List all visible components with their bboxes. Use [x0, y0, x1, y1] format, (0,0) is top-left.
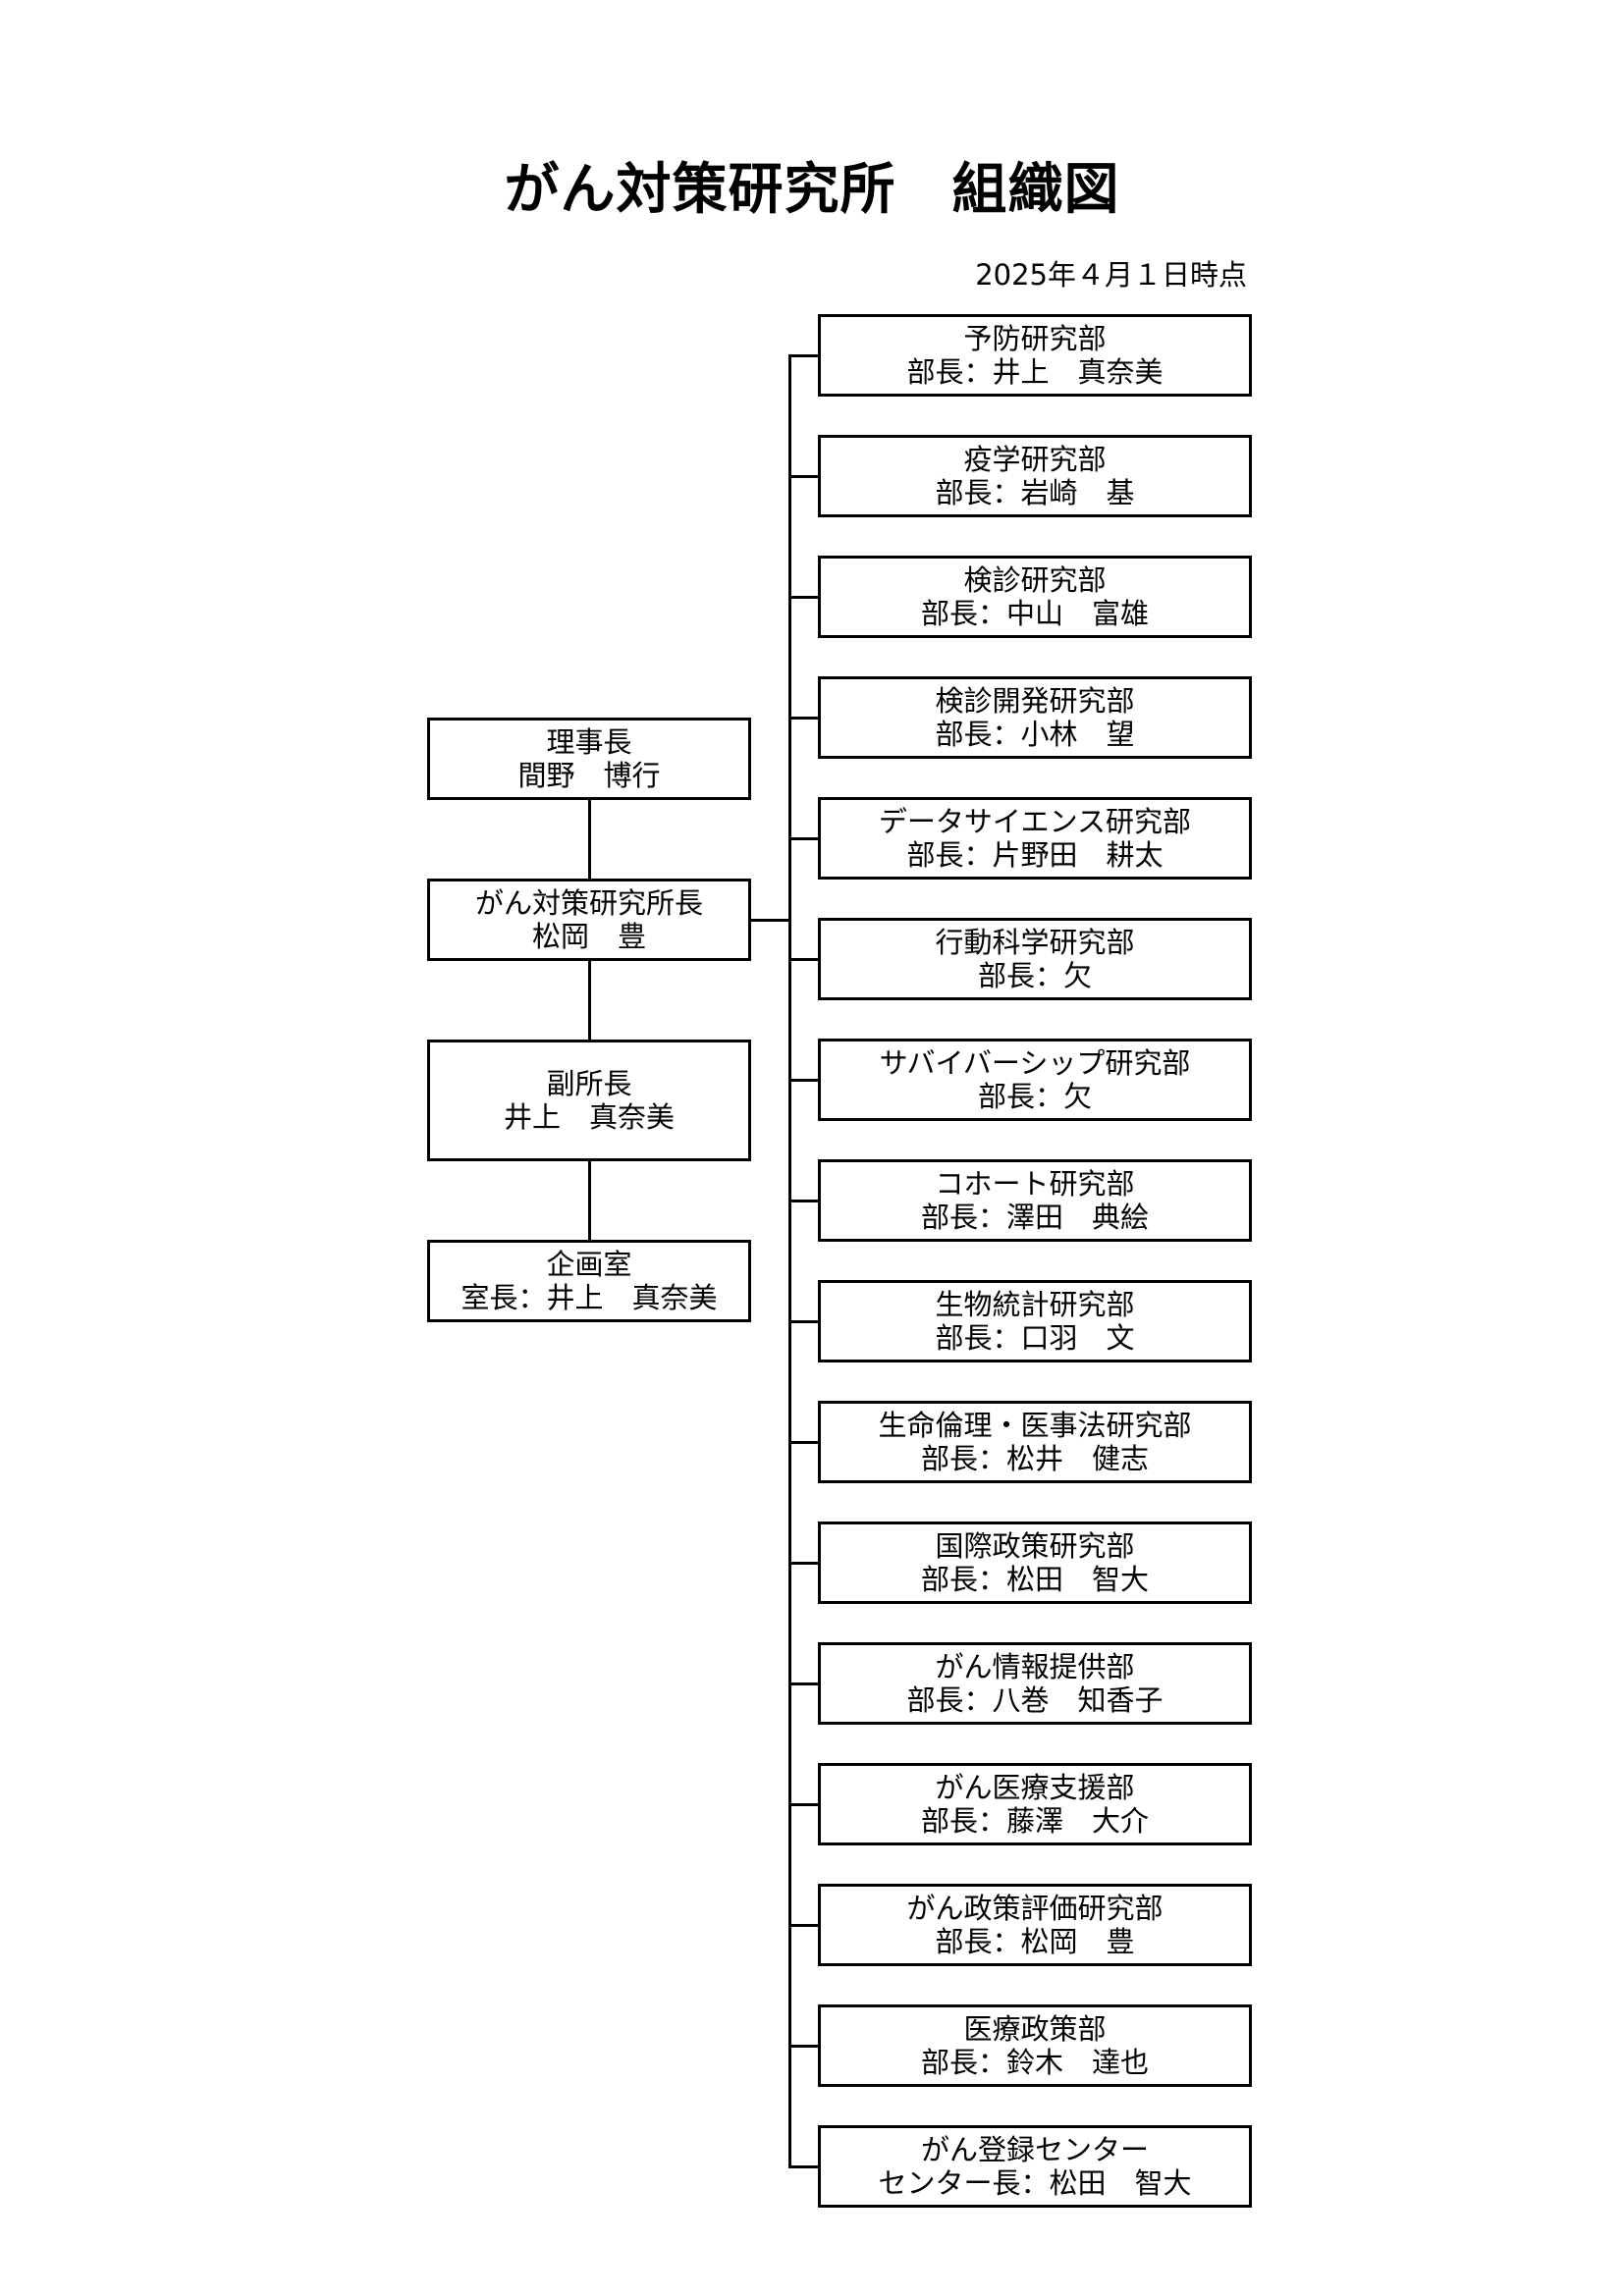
connector-director-to-deputy [588, 960, 591, 1041]
department-branch-line [788, 1924, 819, 1927]
org-box-person: 松岡 豊 [531, 920, 646, 953]
department-name: データサイエンス研究部 [878, 805, 1192, 838]
department-box: がん登録センターセンター長：松田 智大 [818, 2125, 1252, 2208]
department-box: 検診研究部部長：中山 富雄 [818, 556, 1252, 638]
department-name: がん医療支援部 [935, 1771, 1135, 1804]
department-box: 国際政策研究部部長：松田 智大 [818, 1522, 1252, 1604]
department-head: 部長：澤田 典絵 [920, 1201, 1149, 1234]
org-box-title: がん対策研究所長 [474, 886, 703, 920]
department-name: がん登録センター [920, 2133, 1149, 2166]
department-name: サバイバーシップ研究部 [879, 1046, 1191, 1080]
department-head: 部長：欠 [977, 959, 1092, 992]
org-box-person: 間野 博行 [517, 759, 661, 792]
org-box-person: 井上 真奈美 [503, 1100, 675, 1134]
department-box: 疫学研究部部長：岩崎 基 [818, 435, 1252, 517]
department-branch-line [788, 475, 819, 478]
org-box-deputy-director: 副所長 井上 真奈美 [427, 1040, 751, 1161]
department-name: 国際政策研究部 [935, 1529, 1135, 1563]
department-head: 部長：藤澤 大介 [920, 1804, 1149, 1838]
department-head: センター長：松田 智大 [878, 2166, 1192, 2200]
department-head: 部長：松井 健志 [920, 1442, 1149, 1475]
org-box-person: 室長：井上 真奈美 [460, 1281, 718, 1314]
department-box: コホート研究部部長：澤田 典絵 [818, 1159, 1252, 1242]
department-name: 生命倫理・医事法研究部 [878, 1409, 1192, 1442]
department-head: 部長：鈴木 達也 [920, 2046, 1149, 2079]
department-head: 部長：八巻 知香子 [906, 1683, 1164, 1717]
department-head: 部長：片野田 耕太 [906, 838, 1164, 872]
department-name: コホート研究部 [935, 1167, 1135, 1201]
department-branch-line [788, 1320, 819, 1323]
department-head: 部長：小林 望 [935, 718, 1135, 751]
department-branch-line [788, 2165, 819, 2168]
department-name: がん政策評価研究部 [906, 1892, 1164, 1925]
department-branch-line [788, 1803, 819, 1806]
department-branch-line [788, 717, 819, 720]
department-head: 部長：欠 [977, 1080, 1092, 1113]
connector-deputy-to-planning [588, 1161, 591, 1242]
department-box: 医療政策部部長：鈴木 達也 [818, 2004, 1252, 2087]
department-branch-line [788, 1200, 819, 1202]
department-branch-line [788, 1079, 819, 1082]
department-branch-line [788, 1682, 819, 1685]
department-box: 検診開発研究部部長：小林 望 [818, 676, 1252, 759]
connector-director-to-trunk [751, 919, 790, 922]
department-branch-line [788, 1562, 819, 1565]
as-of-date: 2025年４月１日時点 [975, 258, 1247, 292]
department-branch-line [788, 958, 819, 961]
department-box: データサイエンス研究部部長：片野田 耕太 [818, 797, 1252, 880]
org-box-title: 企画室 [546, 1248, 632, 1281]
department-name: 疫学研究部 [963, 443, 1107, 476]
department-head: 部長：中山 富雄 [920, 597, 1149, 630]
department-name: 検診開発研究部 [935, 684, 1135, 718]
org-box-title: 理事長 [546, 725, 632, 759]
connector-chairman-to-director [588, 800, 591, 881]
department-box: 生物統計研究部部長：口羽 文 [818, 1280, 1252, 1362]
department-trunk-line [788, 354, 791, 2168]
department-name: 検診研究部 [963, 563, 1107, 597]
department-box: 行動科学研究部部長：欠 [818, 918, 1252, 1000]
department-branch-line [788, 837, 819, 840]
department-name: 予防研究部 [963, 322, 1107, 355]
page-title: がん対策研究所 組織図 [504, 158, 1120, 222]
department-box: がん情報提供部部長：八巻 知香子 [818, 1642, 1252, 1725]
department-head: 部長：松岡 豊 [935, 1925, 1135, 1958]
department-name: がん情報提供部 [935, 1650, 1135, 1683]
department-branch-line [788, 354, 819, 357]
department-box: サバイバーシップ研究部部長：欠 [818, 1039, 1252, 1121]
department-name: 生物統計研究部 [935, 1288, 1135, 1321]
department-box: がん医療支援部部長：藤澤 大介 [818, 1763, 1252, 1845]
department-name: 医療政策部 [963, 2012, 1107, 2046]
department-head: 部長：口羽 文 [935, 1321, 1135, 1355]
org-box-chairman: 理事長 間野 博行 [427, 718, 751, 800]
department-head: 部長：井上 真奈美 [906, 355, 1164, 389]
department-box: 生命倫理・医事法研究部部長：松井 健志 [818, 1401, 1252, 1483]
department-box: がん政策評価研究部部長：松岡 豊 [818, 1884, 1252, 1966]
org-box-planning-office: 企画室 室長：井上 真奈美 [427, 1240, 751, 1322]
department-head: 部長：岩崎 基 [935, 476, 1135, 509]
org-box-institute-director: がん対策研究所長 松岡 豊 [427, 879, 751, 961]
department-branch-line [788, 1441, 819, 1444]
department-box: 予防研究部部長：井上 真奈美 [818, 314, 1252, 397]
org-box-title: 副所長 [546, 1067, 632, 1100]
department-name: 行動科学研究部 [935, 926, 1135, 959]
department-branch-line [788, 596, 819, 599]
department-branch-line [788, 2045, 819, 2048]
department-head: 部長：松田 智大 [920, 1563, 1149, 1596]
